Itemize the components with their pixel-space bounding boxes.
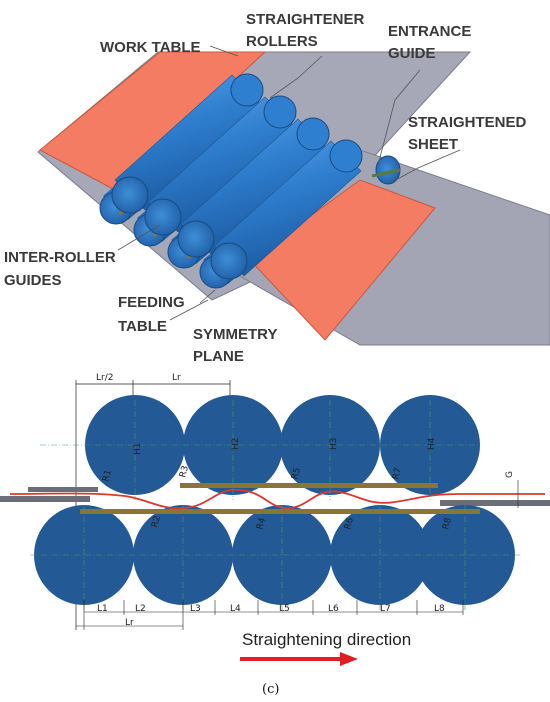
deformed-sheet-path bbox=[9, 489, 545, 510]
svg-text:H1: H1 bbox=[133, 443, 143, 456]
svg-text:R5: R5 bbox=[290, 467, 303, 481]
height-labels: H1 H2 H3 H4 bbox=[133, 437, 437, 455]
svg-text:R3: R3 bbox=[178, 465, 191, 479]
direction-arrow-icon bbox=[240, 652, 358, 666]
figure-caption: (c) bbox=[262, 682, 279, 697]
label-entrance-guide: ENTRANCE GUIDE bbox=[388, 23, 476, 62]
label-symmetry-plane: SYMMETRY PLANE bbox=[193, 326, 281, 365]
inter-roller-guides-2d bbox=[80, 483, 480, 514]
svg-text:L1: L1 bbox=[97, 604, 108, 614]
incoming-sheet bbox=[39, 51, 267, 191]
svg-text:L3: L3 bbox=[190, 604, 201, 614]
leader-lines bbox=[117, 45, 461, 321]
label-straightener-rollers: STRAIGHTENER ROLLERS bbox=[246, 11, 369, 50]
exit-table-bar bbox=[440, 500, 550, 506]
roller bbox=[177, 117, 330, 258]
label-straightened-sheet: STRAIGHTENED SHEET bbox=[408, 114, 531, 153]
svg-text:R6: R6 bbox=[343, 516, 356, 530]
radius-labels-top: R1 R3 R5 R7 bbox=[101, 465, 404, 483]
svg-text:L2: L2 bbox=[135, 604, 146, 614]
dim-lr-half: Lr/2 bbox=[96, 373, 113, 383]
dim-lr-top: Lr bbox=[172, 373, 181, 383]
svg-text:G: G bbox=[505, 471, 515, 478]
upper-rollers bbox=[111, 73, 401, 280]
svg-text:L8: L8 bbox=[434, 604, 445, 614]
svg-text:H2: H2 bbox=[231, 438, 241, 451]
svg-text:H4: H4 bbox=[427, 437, 437, 450]
straightened-sheet bbox=[249, 179, 436, 341]
roller bbox=[210, 139, 363, 280]
roller bbox=[144, 95, 297, 236]
svg-text:R1: R1 bbox=[101, 469, 114, 483]
entrance-guide bbox=[371, 168, 401, 178]
svg-text:L4: L4 bbox=[230, 604, 241, 614]
svg-text:R4: R4 bbox=[255, 516, 268, 530]
svg-text:L5: L5 bbox=[279, 604, 290, 614]
label-feeding-table: FEEDING TABLE bbox=[118, 294, 189, 335]
straightening-direction-label: Straightening direction bbox=[242, 630, 411, 649]
dim-lr-bottom: Lr bbox=[125, 618, 134, 628]
svg-text:R7: R7 bbox=[391, 467, 404, 481]
svg-text:H3: H3 bbox=[329, 438, 339, 451]
gap-dimension: G bbox=[505, 471, 519, 508]
entry-table-bar bbox=[28, 487, 98, 492]
length-labels: L1 L2 L3 L4 L5 L6 L7 L8 bbox=[97, 604, 445, 614]
svg-text:L7: L7 bbox=[380, 604, 391, 614]
schematic-view: Lr/2 Lr bbox=[0, 373, 550, 697]
svg-text:R8: R8 bbox=[441, 516, 454, 530]
label-inter-roller-guides: INTER-ROLLER GUIDES bbox=[4, 249, 120, 289]
label-work-table: WORK TABLE bbox=[100, 39, 201, 56]
svg-text:L6: L6 bbox=[328, 604, 339, 614]
radius-labels-bottom: R2 R4 R6 R8 bbox=[150, 515, 454, 531]
svg-text:R2: R2 bbox=[150, 515, 163, 529]
isometric-view: WORK TABLE STRAIGHTENER ROLLERS ENTRANCE… bbox=[4, 11, 550, 365]
